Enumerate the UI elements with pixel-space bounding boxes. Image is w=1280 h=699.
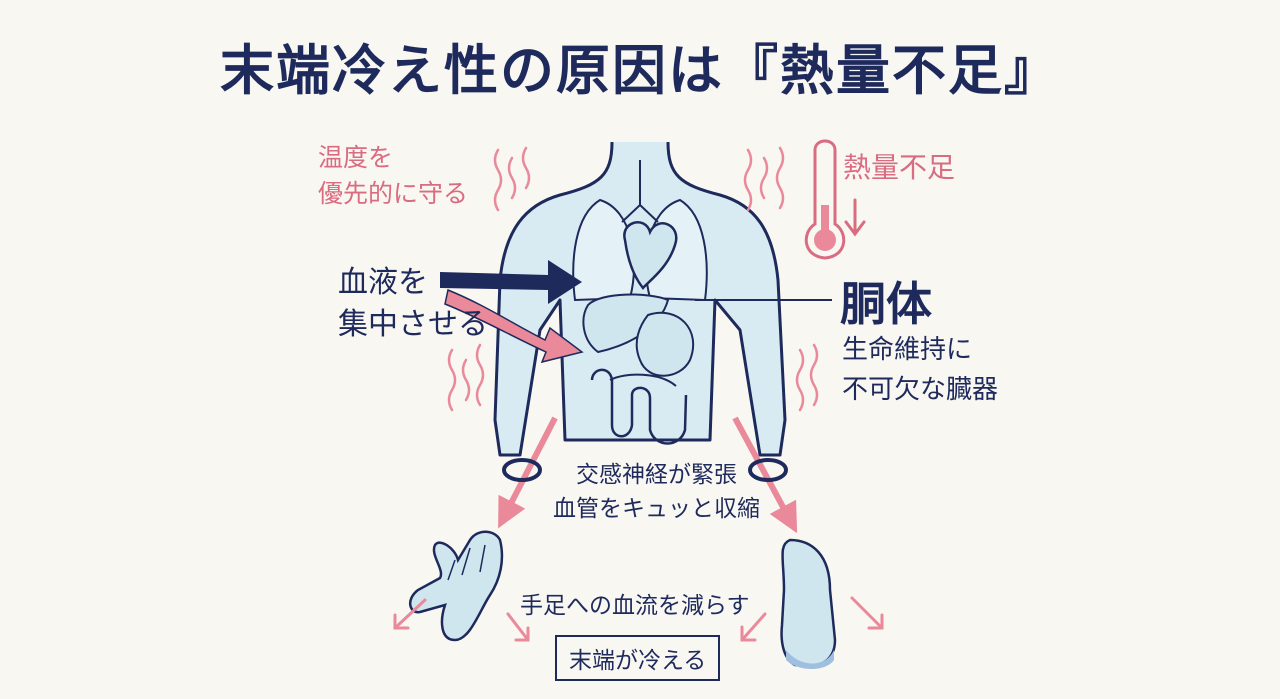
down-arrow-icon bbox=[844, 198, 866, 237]
stomach bbox=[635, 311, 695, 377]
cold-arrow bbox=[850, 596, 884, 630]
reduce-flow-label: 手足への血流を減らす bbox=[520, 593, 750, 619]
cold-arrow bbox=[740, 612, 767, 642]
result-label: 末端が冷える bbox=[569, 648, 707, 674]
hand bbox=[409, 530, 504, 642]
blood-arrow-main bbox=[440, 260, 582, 304]
blood-concentrate-line1: 血液を bbox=[338, 265, 428, 300]
constriction-ring-left bbox=[502, 458, 542, 482]
result-box: 末端が冷える bbox=[555, 635, 721, 681]
torso-description-line1: 生命維持に bbox=[842, 335, 973, 365]
torso-description-line2: 不可欠な臓器 bbox=[842, 375, 999, 405]
sympathetic-nerve-line2: 血管をキュッと収縮 bbox=[553, 496, 760, 522]
blood-concentrate-label: 血液を 集中させる bbox=[338, 262, 488, 346]
temperature-priority-line1: 温度を bbox=[318, 143, 394, 172]
heat-shortage-label: 熱量不足 bbox=[843, 151, 956, 184]
torso-title: 胴体 bbox=[840, 277, 932, 331]
foot bbox=[780, 538, 837, 667]
temperature-priority-line2: 優先的に守る bbox=[318, 179, 469, 208]
cold-arrow bbox=[506, 612, 530, 642]
sympathetic-nerve-line1: 交感神経が緊張 bbox=[576, 462, 737, 488]
blood-arrow-secondary bbox=[444, 288, 584, 364]
arrow-to-hand bbox=[498, 416, 558, 529]
temperature-priority-label: 温度を 優先的に守る bbox=[318, 140, 468, 212]
page-title: 末端冷え性の原因は『熱量不足』 bbox=[220, 39, 1060, 102]
torso-description: 生命維持に 不可欠な臓器 bbox=[842, 330, 998, 410]
constriction-ring-right bbox=[748, 458, 788, 482]
arrow-to-foot bbox=[732, 416, 798, 534]
thermometer-icon bbox=[804, 139, 846, 260]
sympathetic-nerve-label: 交感神経が緊張 血管をキュッと収縮 bbox=[553, 458, 760, 526]
blood-concentrate-line2: 集中させる bbox=[338, 307, 488, 342]
heart bbox=[623, 221, 678, 290]
cold-arrow bbox=[393, 598, 427, 630]
intestines bbox=[590, 368, 688, 445]
warmth-waves bbox=[447, 146, 819, 412]
